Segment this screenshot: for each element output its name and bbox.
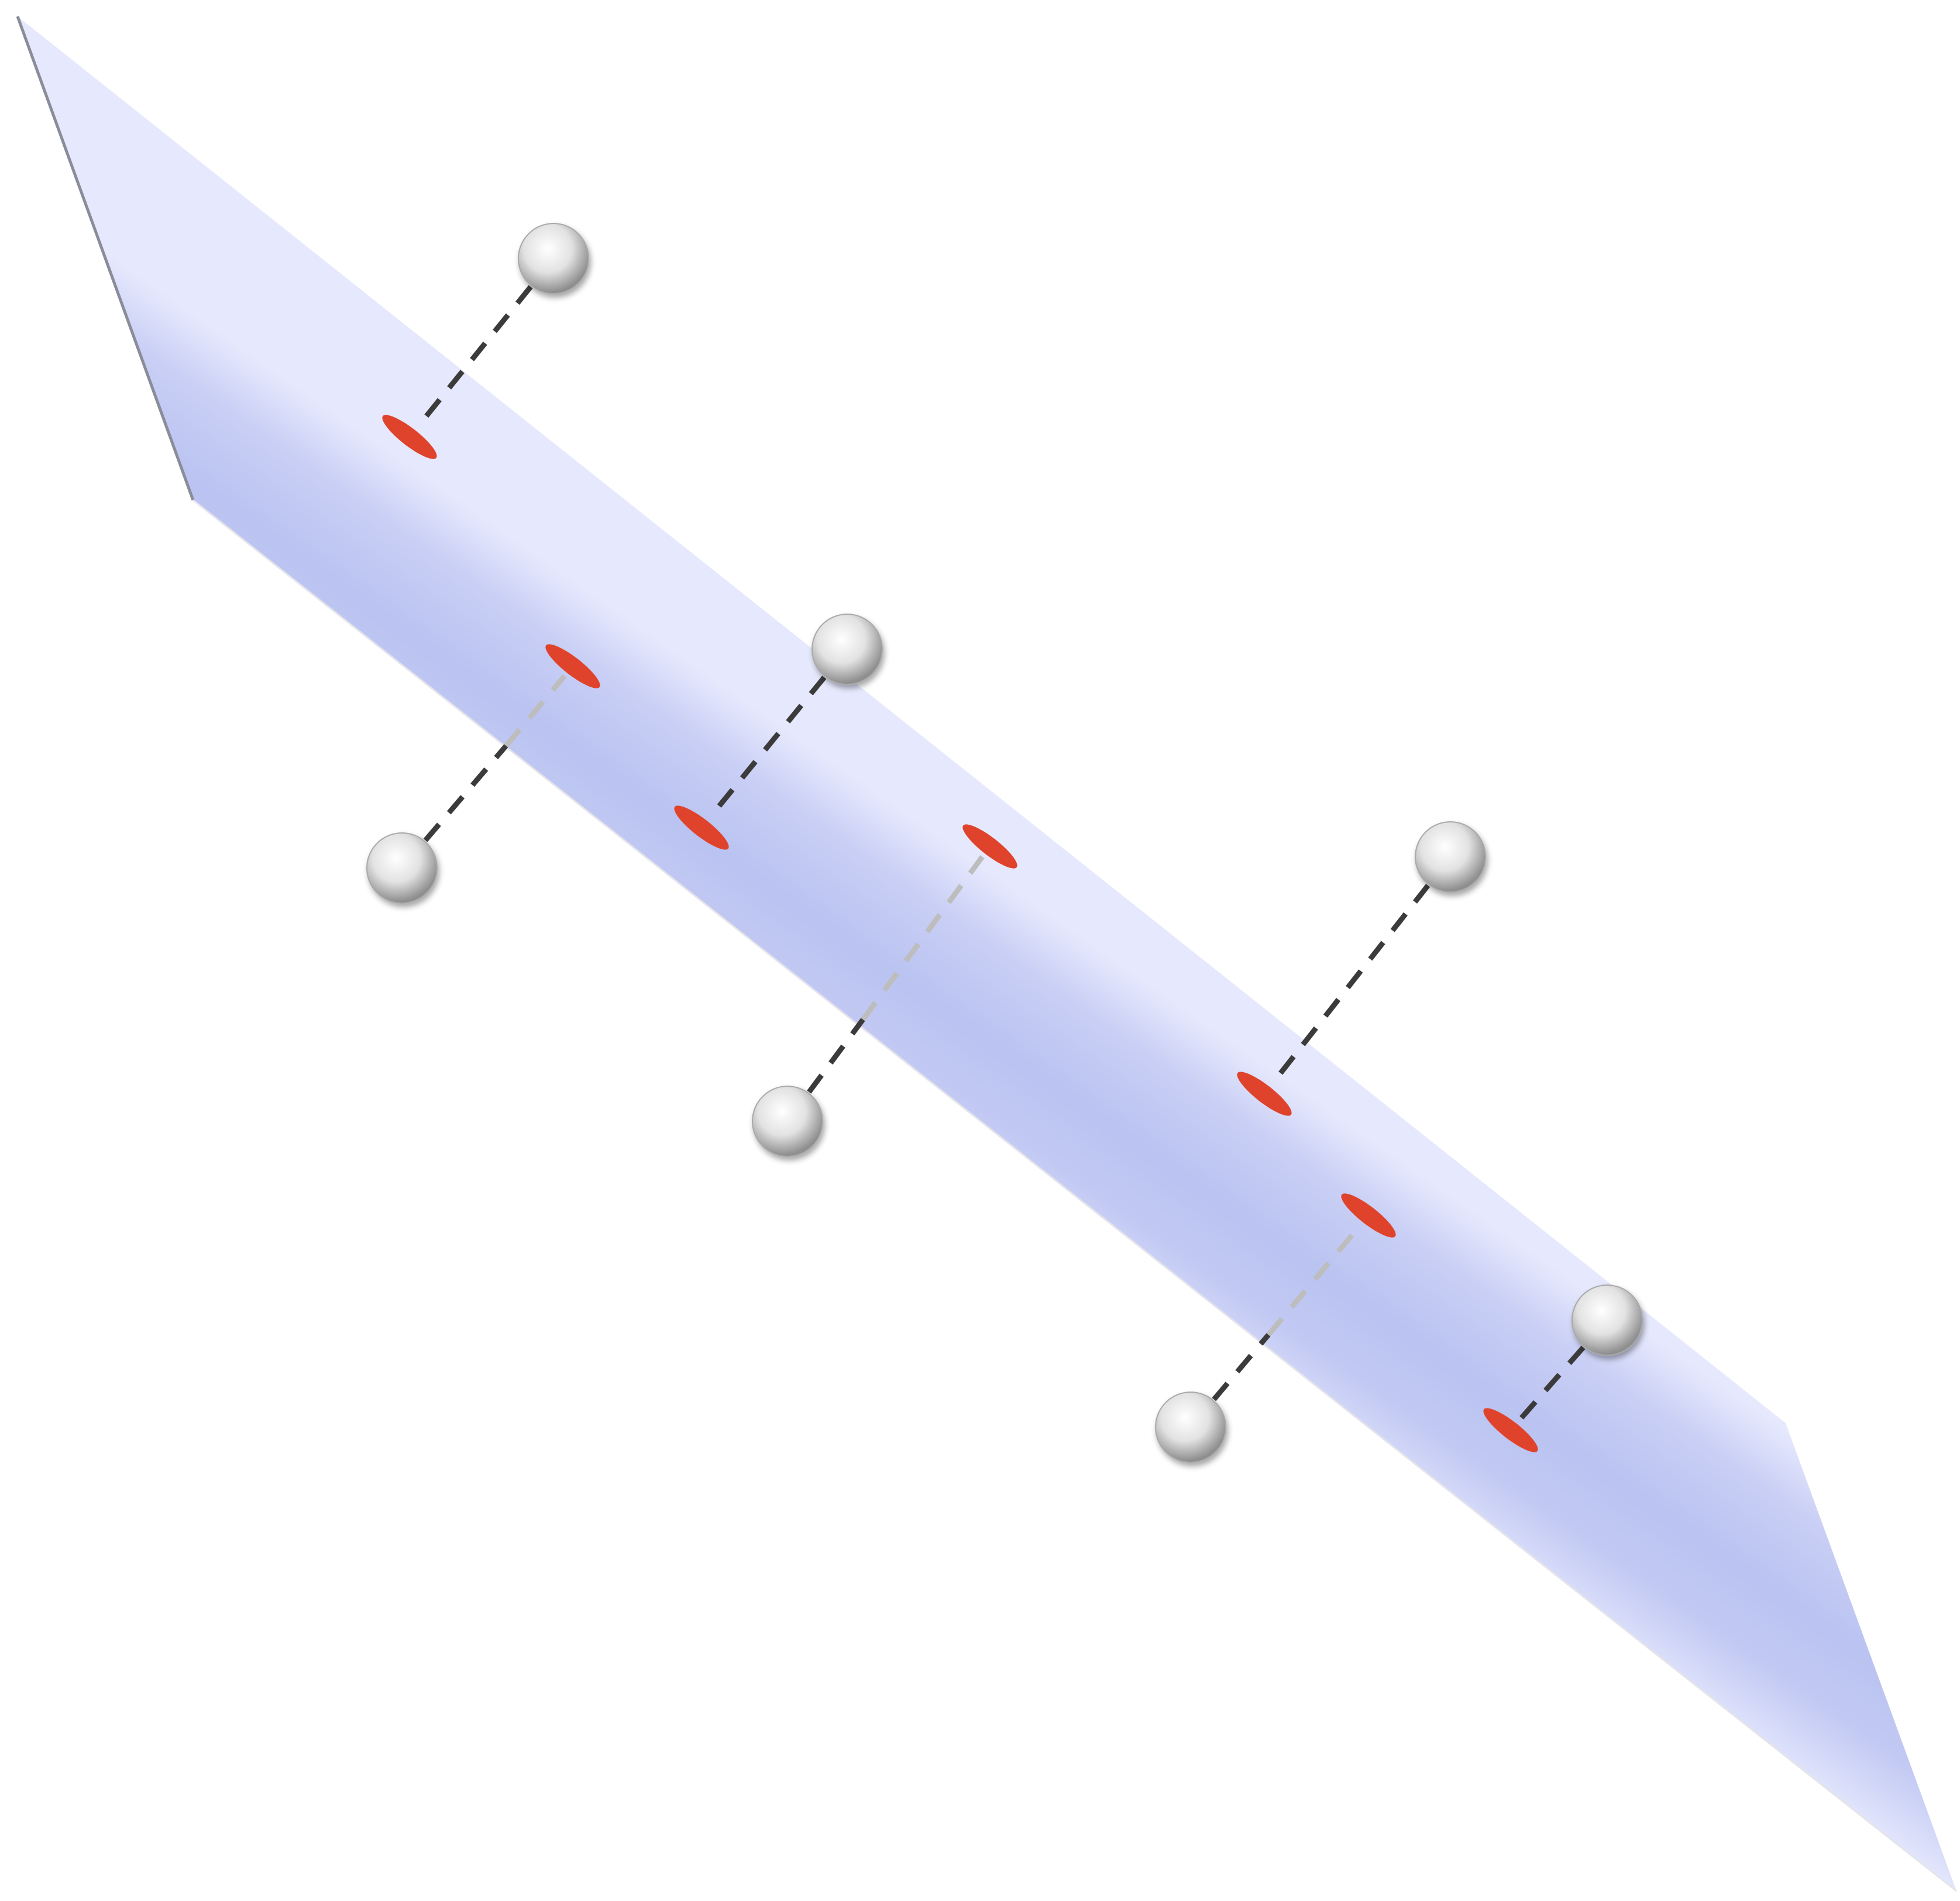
data-points (366, 223, 1643, 1463)
projection-foot-p4 (962, 824, 1017, 869)
data-point-sphere-p7 (1572, 1284, 1643, 1356)
projection-foot-p6 (1341, 1193, 1396, 1238)
plane-edge-left (16, 16, 195, 501)
projection-line-p1 (415, 285, 533, 429)
data-point-sphere-p4 (752, 1086, 823, 1157)
plane-surface (18, 16, 1956, 1891)
projection-foot-p5 (1237, 1072, 1292, 1116)
projection-foot-p1 (382, 415, 437, 459)
projection-line-p7 (1517, 1345, 1586, 1423)
projection-foot-p3 (674, 805, 729, 850)
data-point-sphere-p1 (518, 223, 589, 294)
projection-plane (16, 16, 1957, 1892)
data-point-sphere-p3 (811, 614, 883, 685)
projection-line-p5 (1270, 883, 1431, 1086)
projection-feet (382, 415, 1538, 1452)
projection-line-p6-through (1266, 1223, 1363, 1337)
projection-line-p2-through (504, 674, 567, 748)
data-point-sphere-p2 (366, 832, 438, 904)
data-point-sphere-p6 (1155, 1392, 1226, 1463)
projection-line-p3 (707, 676, 827, 819)
projection-foot-p2 (545, 644, 600, 688)
projection-line-p2-below (423, 744, 508, 842)
data-point-sphere-p5 (1415, 821, 1486, 893)
projection-foot-p7 (1483, 1408, 1538, 1452)
plane-edge-bottom (192, 499, 1957, 1892)
projection-line-p4-below (807, 1018, 865, 1094)
projection-line-p6-below (1212, 1333, 1271, 1401)
projection-lines (415, 285, 1586, 1423)
